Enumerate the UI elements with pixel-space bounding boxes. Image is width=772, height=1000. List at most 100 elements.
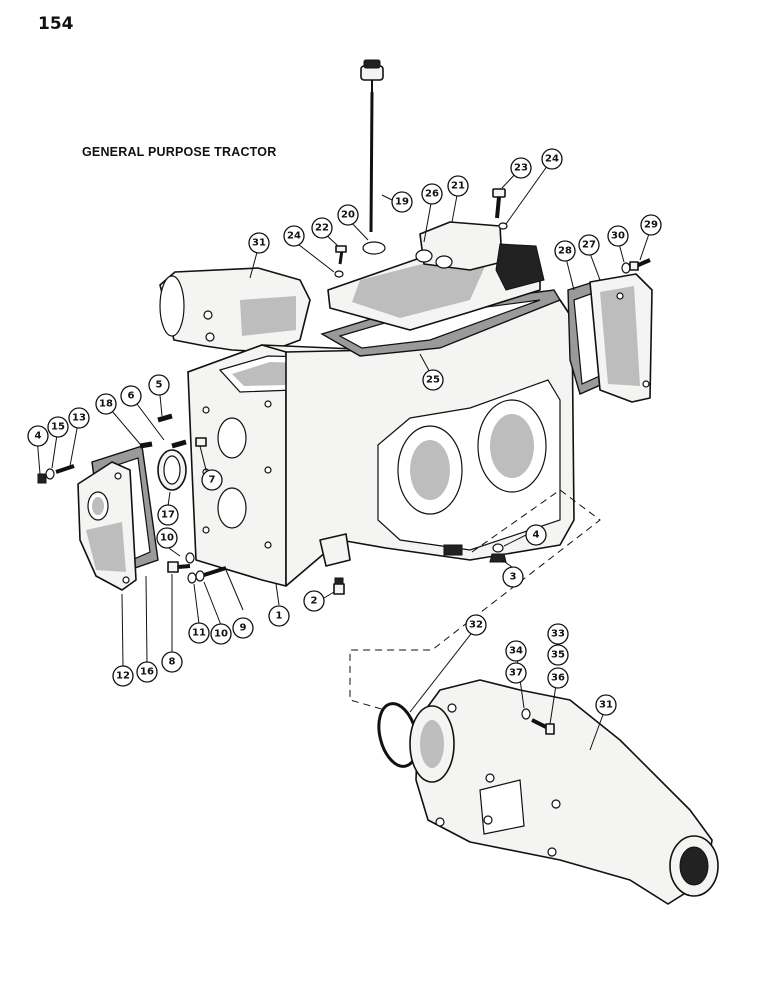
rear-cover-bolt [621, 258, 651, 274]
svg-text:28: 28 [558, 246, 572, 257]
callout-34: 34 [505, 640, 527, 662]
callout-4: 4 [525, 524, 547, 546]
svg-text:9: 9 [240, 623, 247, 634]
callout-10: 10 [210, 623, 232, 645]
svg-text:22: 22 [315, 223, 329, 234]
callout-19: 19 [391, 191, 413, 213]
callout-24: 24 [283, 225, 305, 247]
svg-text:31: 31 [599, 700, 613, 711]
page-number: 154 [38, 14, 74, 34]
svg-text:5: 5 [156, 380, 163, 391]
svg-text:20: 20 [341, 210, 355, 221]
callout-12: 12 [112, 665, 134, 687]
callout-31: 31 [595, 694, 617, 716]
svg-text:23: 23 [514, 163, 528, 174]
callout-5: 5 [148, 374, 170, 396]
seal-ring [362, 241, 386, 255]
callout-22: 22 [311, 217, 333, 239]
callout-9: 9 [232, 617, 254, 639]
callout-21: 21 [447, 175, 469, 197]
svg-text:3: 3 [510, 572, 517, 583]
svg-text:10: 10 [214, 629, 228, 640]
svg-text:35: 35 [551, 650, 565, 661]
svg-text:8: 8 [169, 657, 176, 668]
callout-37: 37 [505, 662, 527, 684]
transmission-case [187, 299, 575, 587]
svg-text:24: 24 [287, 231, 301, 242]
svg-text:27: 27 [582, 240, 596, 251]
svg-text:17: 17 [161, 510, 175, 521]
callout-36: 36 [547, 667, 569, 689]
case-bolts [167, 552, 227, 584]
axle-housing-bolt [521, 708, 555, 735]
plug [195, 437, 207, 447]
shifter-top-cover [327, 221, 545, 331]
drain-fitting [333, 577, 345, 595]
svg-text:16: 16 [140, 667, 154, 678]
callout-31: 31 [248, 232, 270, 254]
svg-text:25: 25 [426, 375, 440, 386]
cover-bolt [492, 188, 508, 230]
callout-11: 11 [188, 622, 210, 644]
callout-24: 24 [541, 148, 563, 170]
axle-housing-upper [159, 267, 311, 353]
svg-text:26: 26 [425, 189, 439, 200]
axle-housing-lower [409, 679, 719, 905]
callout-17: 17 [157, 504, 179, 526]
callout-32: 32 [465, 614, 487, 636]
callout-35: 35 [547, 644, 569, 666]
svg-text:29: 29 [644, 220, 658, 231]
stud [157, 413, 173, 423]
svg-text:6: 6 [128, 391, 135, 402]
svg-text:36: 36 [551, 673, 565, 684]
cover-bolt-small [334, 245, 347, 278]
callout-20: 20 [337, 204, 359, 226]
svg-text:11: 11 [192, 628, 206, 639]
callout-28: 28 [554, 240, 576, 262]
callout-4: 4 [27, 425, 49, 447]
svg-text:21: 21 [451, 181, 465, 192]
svg-text:32: 32 [469, 620, 483, 631]
rear-cover [589, 273, 653, 403]
bearing-cup [157, 449, 187, 491]
stud [171, 439, 187, 449]
svg-text:34: 34 [509, 646, 523, 657]
callout-1: 1 [268, 605, 290, 627]
svg-text:12: 12 [116, 671, 130, 682]
dowel-pin [139, 441, 153, 449]
svg-text:13: 13 [72, 413, 86, 424]
callout-13: 13 [68, 407, 90, 429]
svg-text:18: 18 [99, 399, 113, 410]
callout-10: 10 [156, 527, 178, 549]
callout-26: 26 [421, 183, 443, 205]
dipstick [360, 59, 384, 233]
front-cover-bolt [37, 464, 75, 484]
callout-33: 33 [547, 623, 569, 645]
svg-text:15: 15 [51, 422, 65, 433]
callout-27: 27 [578, 234, 600, 256]
svg-text:31: 31 [252, 238, 266, 249]
callout-2: 2 [303, 590, 325, 612]
front-cover [77, 461, 137, 591]
svg-text:4: 4 [533, 530, 540, 541]
callout-23: 23 [510, 157, 532, 179]
callout-25: 25 [422, 369, 444, 391]
svg-text:7: 7 [209, 475, 216, 486]
callout-8: 8 [161, 651, 183, 673]
svg-text:19: 19 [395, 197, 409, 208]
callout-15: 15 [47, 416, 69, 438]
diagram-caption: GENERAL PURPOSE TRACTOR [82, 145, 277, 159]
callout-7: 7 [201, 469, 223, 491]
callout-18: 18 [95, 393, 117, 415]
svg-text:1: 1 [276, 611, 283, 622]
svg-text:30: 30 [611, 231, 625, 242]
callout-30: 30 [607, 225, 629, 247]
svg-text:33: 33 [551, 629, 565, 640]
callout-6: 6 [120, 385, 142, 407]
callout-3: 3 [502, 566, 524, 588]
svg-text:10: 10 [160, 533, 174, 544]
svg-text:24: 24 [545, 154, 559, 165]
svg-text:4: 4 [35, 431, 42, 442]
